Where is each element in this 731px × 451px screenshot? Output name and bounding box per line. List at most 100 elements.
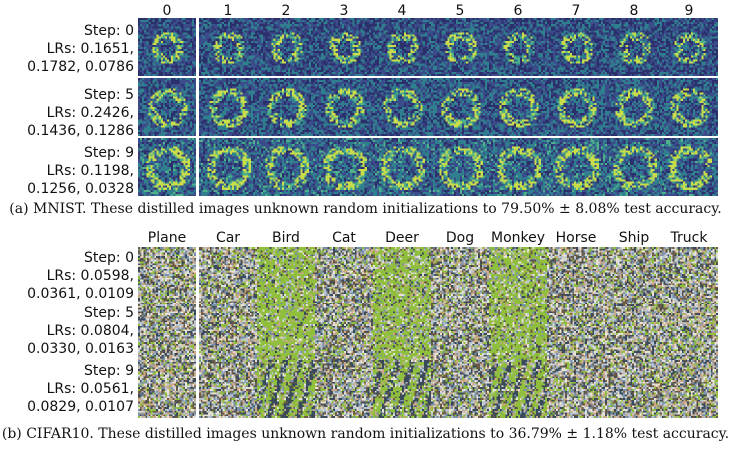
cifar-distilled-image [660, 304, 718, 362]
mnist-distilled-image [373, 78, 431, 136]
cifar-column-header: Monkey [490, 230, 546, 246]
mnist-distilled-image [431, 78, 489, 136]
mnist-column-header: 9 [684, 3, 694, 19]
cifar-distilled-image [199, 247, 257, 305]
mnist-row-lrs: LRs: 0.1651, [46, 41, 134, 57]
mnist-distilled-image [315, 78, 373, 136]
mnist-distilled-image [257, 18, 315, 76]
mnist-column-header: 4 [397, 3, 407, 19]
cifar-column-header: Car [215, 230, 241, 246]
cifar-column-headers: Plane Car Bird Cat Deer Dog Monkey Horse Ship Tru… [0, 229, 731, 249]
mnist-distilled-image [547, 18, 605, 76]
cifar-distilled-image [257, 304, 315, 362]
cifar-distilled-image [547, 247, 605, 305]
mnist-column-header: 6 [513, 3, 523, 19]
cifar-distilled-image [315, 247, 373, 305]
cifar-distilled-image [373, 304, 431, 362]
cifar-distilled-image [660, 360, 718, 418]
mnist-row-lrs: LRs: 0.2426, [46, 105, 134, 121]
cifar-row-step: Step: 5 [84, 305, 134, 321]
cifar-distilled-image [431, 247, 489, 305]
cifar-row-lrs: 0.0330, 0.0163 [27, 341, 134, 357]
mnist-distilled-image [138, 18, 196, 76]
cifar-row-lrs: 0.0829, 0.0107 [27, 399, 134, 415]
mnist-distilled-image [489, 18, 547, 76]
mnist-distilled-image [660, 18, 718, 76]
cifar-distilled-image [199, 304, 257, 362]
mnist-distilled-image [199, 138, 257, 196]
mnist-row-label-1: Step: 5 LRs: 0.2426, 0.1436, 0.1286 [0, 86, 134, 140]
mnist-distilled-image [315, 138, 373, 196]
mnist-distilled-image [138, 138, 196, 196]
mnist-distilled-image [257, 78, 315, 136]
cifar-row-step: Step: 0 [84, 250, 134, 266]
cifar-distilled-image [373, 247, 431, 305]
mnist-distilled-image [199, 18, 257, 76]
mnist-row-step: Step: 9 [84, 145, 134, 161]
mnist-distilled-image [431, 18, 489, 76]
mnist-distilled-image [257, 138, 315, 196]
mnist-row-lrs: 0.1782, 0.0786 [27, 59, 134, 75]
mnist-row-lrs: 0.1256, 0.0328 [27, 181, 134, 197]
cifar-distilled-image [547, 304, 605, 362]
mnist-distilled-image [315, 18, 373, 76]
mnist-column-header: 5 [455, 3, 465, 19]
cifar-column-header: Truck [670, 230, 708, 246]
mnist-caption: (a) MNIST. These distilled images unknow… [9, 201, 722, 217]
cifar-distilled-image [605, 247, 663, 305]
cifar-distilled-image [489, 360, 547, 418]
cifar-distilled-image [660, 247, 718, 305]
cifar-distilled-image [489, 247, 547, 305]
mnist-distilled-image [605, 78, 663, 136]
mnist-distilled-image [605, 138, 663, 196]
cifar-row-label-2: Step: 9 LRs: 0.0561, 0.0829, 0.0107 [0, 362, 134, 416]
cifar-distilled-image [431, 304, 489, 362]
cifar-row-lrs: LRs: 0.0804, [46, 323, 134, 339]
mnist-distilled-image [199, 78, 257, 136]
cifar-column-header: Bird [272, 230, 300, 246]
cifar-column-header: Dog [445, 230, 475, 246]
mnist-distilled-image [138, 78, 196, 136]
mnist-distilled-image [373, 138, 431, 196]
mnist-distilled-image [489, 78, 547, 136]
cifar-distilled-image [199, 360, 257, 418]
mnist-distilled-image [489, 138, 547, 196]
mnist-column-header: 0 [162, 3, 172, 19]
mnist-row-step: Step: 0 [84, 23, 134, 39]
mnist-column-header: 8 [629, 3, 639, 19]
cifar-column-header: Ship [618, 230, 650, 246]
mnist-column-header: 2 [281, 3, 291, 19]
mnist-distilled-image [660, 78, 718, 136]
mnist-column-header: 3 [339, 3, 349, 19]
mnist-row-step: Step: 5 [84, 87, 134, 103]
mnist-row-lrs: 0.1436, 0.1286 [27, 123, 134, 139]
mnist-row-label-2: Step: 9 LRs: 0.1198, 0.1256, 0.0328 [0, 144, 134, 198]
mnist-distilled-image [431, 138, 489, 196]
cifar-column-header: Horse [555, 230, 597, 246]
cifar-distilled-image [605, 360, 663, 418]
mnist-distilled-image [547, 138, 605, 196]
cifar-row-step: Step: 9 [84, 363, 134, 379]
cifar-column-header: Plane [147, 230, 187, 246]
cifar-distilled-image [605, 304, 663, 362]
cifar-distilled-image [547, 360, 605, 418]
cifar-row-label-1: Step: 5 LRs: 0.0804, 0.0330, 0.0163 [0, 304, 134, 358]
mnist-row-label-0: Step: 0 LRs: 0.1651, 0.1782, 0.0786 [0, 22, 134, 76]
mnist-distilled-image [660, 138, 718, 196]
cifar-distilled-image [257, 247, 315, 305]
cifar-column-header: Cat [332, 230, 356, 246]
mnist-distilled-image [547, 78, 605, 136]
cifar-distilled-image [315, 304, 373, 362]
cifar-distilled-image [373, 360, 431, 418]
cifar-distilled-image [315, 360, 373, 418]
cifar-row-lrs: 0.0361, 0.0109 [27, 286, 134, 302]
cifar-column-header: Deer [385, 230, 419, 246]
mnist-column-header: 1 [223, 3, 233, 19]
cifar-distilled-image [138, 360, 196, 418]
mnist-row-lrs: LRs: 0.1198, [46, 163, 134, 179]
mnist-distilled-image [605, 18, 663, 76]
cifar-distilled-image [489, 304, 547, 362]
cifar-row-lrs: LRs: 0.0561, [46, 381, 134, 397]
cifar-distilled-image [138, 247, 196, 305]
